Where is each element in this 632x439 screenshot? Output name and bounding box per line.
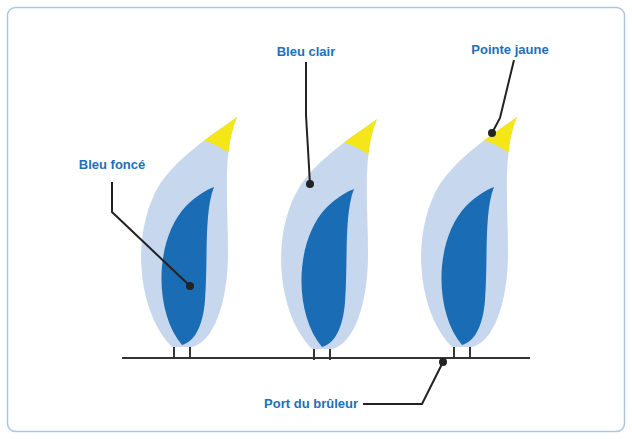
part-label: Port du brûleur (264, 396, 358, 412)
part-label: Bleu clair (277, 44, 336, 60)
flame (281, 94, 402, 360)
leader-lines (112, 60, 514, 404)
flame (141, 92, 262, 358)
part-label: Bleu foncé (79, 157, 145, 173)
burner-port (122, 357, 530, 359)
flame (421, 92, 542, 358)
frame (8, 8, 625, 432)
part-label: Pointe jaune (471, 42, 548, 58)
leader-dots (186, 129, 496, 366)
